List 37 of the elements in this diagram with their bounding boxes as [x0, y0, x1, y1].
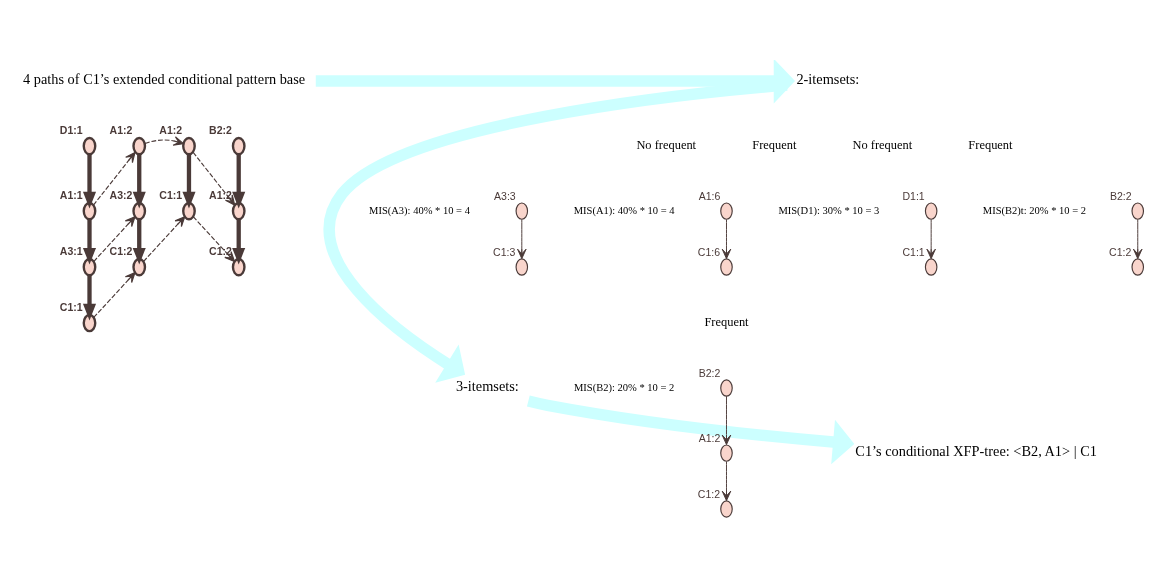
node-label: C1:2: [697, 487, 721, 500]
node-label: C1:2: [209, 244, 232, 257]
node-label: A3:2: [109, 188, 133, 201]
node-label: A1:2: [159, 123, 183, 136]
node-label: C1:1: [59, 300, 83, 313]
node-text: 4 paths of C1’s extended conditional pattern base: [23, 70, 306, 87]
label: Frequent: [704, 314, 749, 329]
node-label: A3:3: [494, 189, 516, 202]
node-label: C1:2: [109, 244, 133, 257]
label: MIS(B2)t: 20% * 10 = 2: [982, 204, 1087, 216]
node-label: D1:1: [902, 189, 925, 202]
label: No frequent: [852, 137, 913, 152]
label: MIS(A1): 40% * 10 = 4: [573, 204, 675, 216]
node-label: A1:2: [209, 188, 232, 201]
node-label: D1:1: [59, 123, 83, 136]
node-label: C1:6: [697, 245, 721, 258]
node-text: 2-itemsets:: [796, 70, 860, 87]
node-label: B2:2: [698, 366, 721, 379]
label: No frequent: [636, 137, 697, 152]
node-text: 3-itemsets:: [455, 377, 519, 394]
node-label: A1:1: [59, 188, 83, 201]
label: MIS(A3): 40% * 10 = 4: [369, 204, 470, 216]
node-label: A1:6: [698, 189, 721, 202]
node-label: B2:2: [1110, 189, 1132, 202]
node-label: C1:2: [1109, 245, 1132, 258]
label: MIS(D1): 30% * 10 = 3: [778, 204, 880, 216]
node-label: C1:1: [902, 245, 925, 258]
node-label: C1:1: [159, 188, 183, 201]
node-label: A1:2: [109, 123, 133, 136]
node-label: A3:1: [59, 244, 83, 257]
label: MIS(B2): 20% * 10 = 2: [574, 381, 675, 393]
node-text: C1’s conditional XFP-tree: <B2, A1> | C1: [855, 442, 1097, 459]
node-label: B2:2: [209, 123, 232, 136]
label: Frequent: [752, 137, 797, 152]
label: Frequent: [968, 137, 1013, 152]
node-label: A1:2: [698, 431, 721, 444]
node-label: C1:3: [493, 245, 516, 258]
